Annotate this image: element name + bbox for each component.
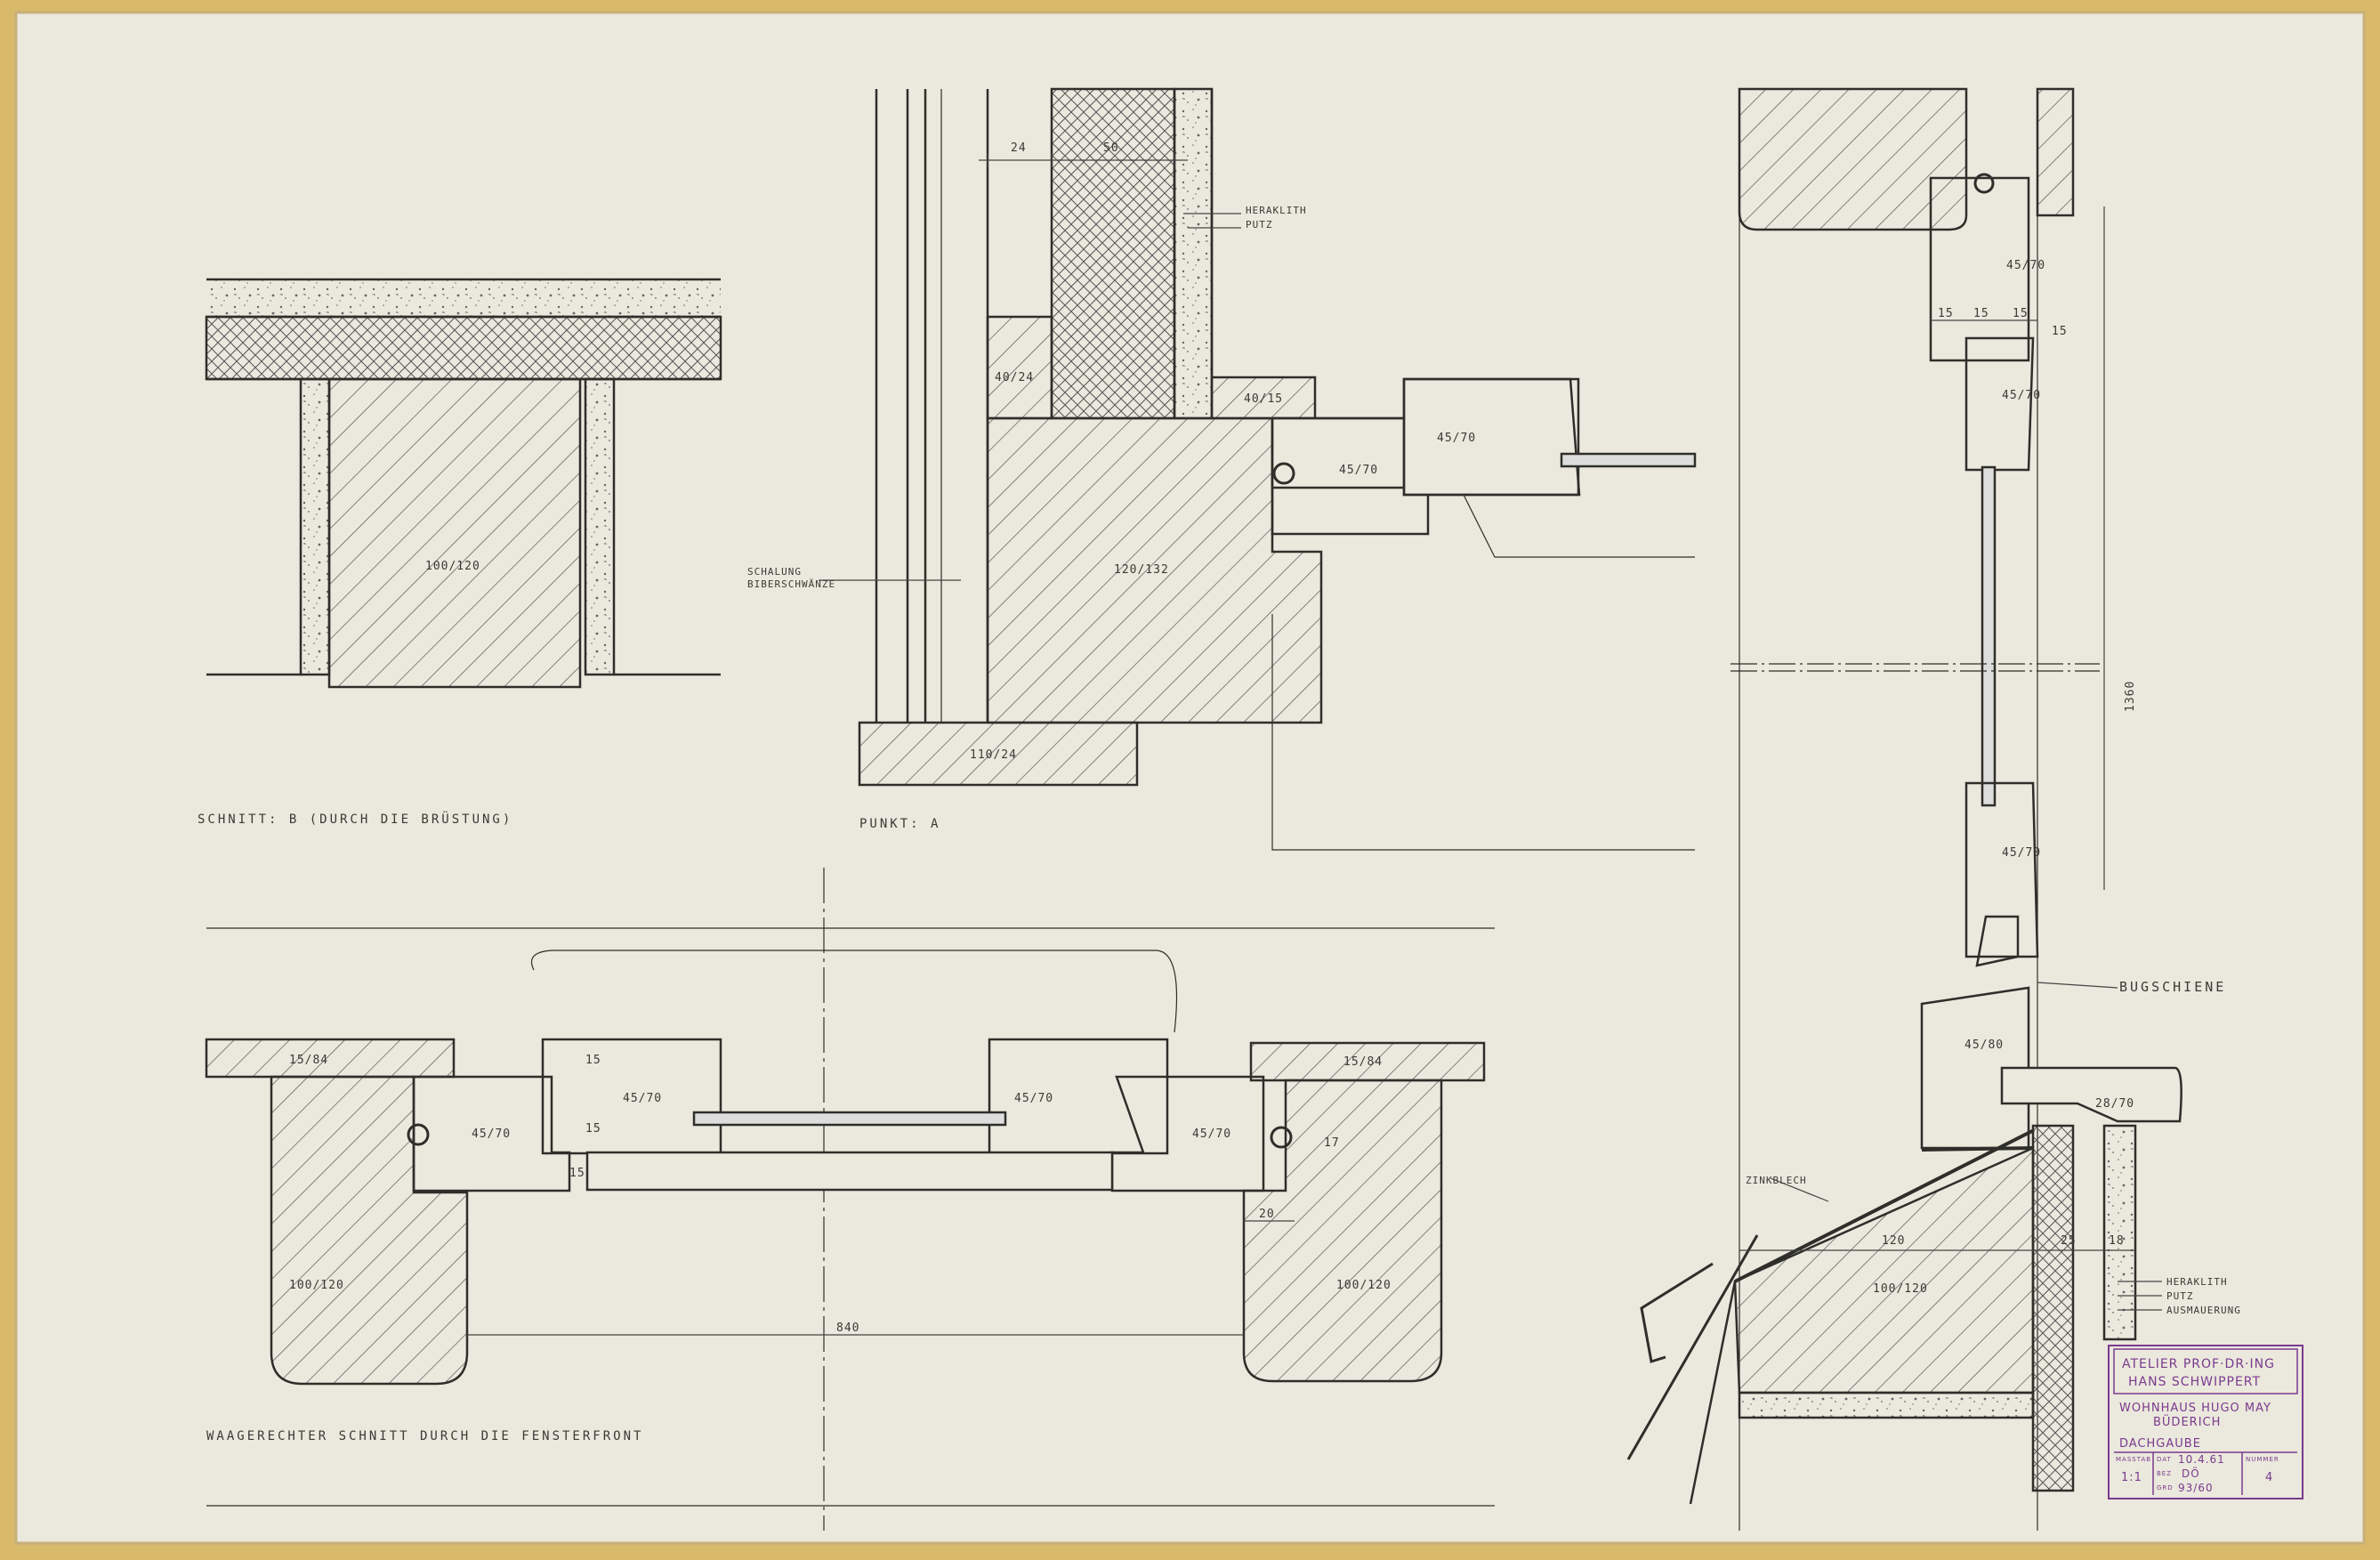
point-a-part-40-15: 40/15 <box>1244 392 1283 406</box>
hz-post-left: 100/120 <box>289 1279 344 1292</box>
vs-label-ausmauerung: AUSMAUERUNG <box>2166 1305 2241 1316</box>
title-massstab-label: MASSTAB <box>2116 1456 2151 1463</box>
title-massstab: 1:1 <box>2121 1471 2142 1484</box>
point-a-part-110-24: 110/24 <box>970 748 1017 762</box>
title-block <box>2108 1345 2303 1499</box>
vs-frame-4: 45/80 <box>1965 1039 2004 1052</box>
vertical-section-drawing <box>1626 87 2182 1531</box>
point-a-label-biberschwaenze: BIBERSCHWÄNZE <box>747 578 835 590</box>
section-b-beam-label: 100/120 <box>425 560 480 573</box>
hz-board-left: 15/84 <box>289 1054 328 1067</box>
hz-dim-20: 20 <box>1259 1208 1275 1221</box>
title-nummer-label: NUMMER <box>2246 1456 2279 1463</box>
horizontal-section-caption: WAAGERECHTER SCHNITT DURCH DIE FENSTERFR… <box>206 1429 643 1443</box>
hz-dim-17: 17 <box>1324 1136 1340 1150</box>
point-a-caption: PUNKT: A <box>859 817 940 831</box>
hz-frame-1: 45/70 <box>472 1128 511 1141</box>
vs-frame-2: 45/70 <box>2002 389 2041 402</box>
vs-dim-25: 25 <box>2061 1234 2077 1248</box>
point-a-part-40-24: 40/24 <box>995 371 1034 384</box>
hz-frame-3: 45/70 <box>1014 1092 1053 1105</box>
vs-dim-120: 120 <box>1882 1234 1905 1248</box>
vs-sill-28-70: 28/70 <box>2095 1097 2134 1111</box>
vs-label-putz: PUTZ <box>2166 1290 2194 1302</box>
title-nummer: 4 <box>2265 1471 2273 1484</box>
hz-dim-15-c: 15 <box>569 1167 585 1180</box>
point-a-dim-24: 24 <box>1011 141 1027 155</box>
section-b-caption: SCHNITT: B (DURCH DIE BRÜSTUNG) <box>198 811 512 827</box>
vs-label-zinkblech: ZINKBLECH <box>1746 1175 1807 1186</box>
horizontal-section-drawing <box>205 868 1495 1531</box>
hz-span-840: 840 <box>836 1322 859 1335</box>
vs-frame-1: 45/70 <box>2006 259 2045 272</box>
hz-dim-15-a: 15 <box>585 1054 601 1067</box>
vs-dim-15-c: 15 <box>2013 307 2029 320</box>
title-bez: DÖ <box>2182 1466 2200 1480</box>
vs-label-bugschiene: BUGSCHIENE <box>2119 979 2226 995</box>
vertical-section-dims <box>1739 206 2162 1311</box>
hz-post-right: 100/120 <box>1336 1279 1392 1292</box>
title-dat-label: DAT <box>2157 1456 2172 1463</box>
vs-dim-18: 18 <box>2109 1234 2125 1248</box>
point-a-label-heraklith: HERAKLITH <box>1246 205 1307 216</box>
point-a-part-120-132: 120/132 <box>1114 563 1169 577</box>
point-a-part-45-70-a: 45/70 <box>1339 464 1378 477</box>
hz-board-right: 15/84 <box>1343 1055 1383 1069</box>
point-a-dim-50: 50 <box>1103 141 1119 155</box>
horizontal-section-dims <box>467 1220 1295 1336</box>
vs-beam-100-120: 100/120 <box>1873 1282 1928 1296</box>
title-project: WOHNHAUS HUGO MAY <box>2119 1402 2271 1415</box>
hz-frame-2: 45/70 <box>623 1092 662 1105</box>
title-subject: DACHGAUBE <box>2119 1437 2201 1451</box>
hz-dim-15-b: 15 <box>585 1122 601 1136</box>
stamp-atelier-line1: ATELIER PROF·DR·ING <box>2122 1357 2275 1371</box>
stamp-atelier-line2: HANS SCHWIPPERT <box>2128 1375 2261 1389</box>
vs-dim-15-b: 15 <box>1973 307 1989 320</box>
section-b-drawing <box>205 278 722 689</box>
point-a-part-45-70-b: 45/70 <box>1437 432 1476 445</box>
vs-label-heraklith: HERAKLITH <box>2166 1276 2228 1288</box>
title-grd: 93/60 <box>2178 1482 2214 1494</box>
point-a-label-schalung: SCHALUNG <box>747 566 802 578</box>
title-location: BÜDERICH <box>2153 1414 2221 1429</box>
title-grd-label: GRD <box>2157 1484 2174 1491</box>
hz-frame-4: 45/70 <box>1192 1128 1231 1141</box>
vs-frame-3: 45/70 <box>2002 846 2041 860</box>
point-a-dim-line <box>819 153 1241 581</box>
point-a-drawing <box>858 87 1697 851</box>
point-a-label-putz: PUTZ <box>1246 219 1273 230</box>
vs-dim-15-d: 15 <box>2052 325 2068 338</box>
title-dat: 10.4.61 <box>2178 1453 2225 1466</box>
title-bez-label: BEZ <box>2157 1470 2172 1477</box>
vs-dim-15-a: 15 <box>1938 307 1954 320</box>
vs-height-1360: 1360 <box>2124 681 2137 712</box>
